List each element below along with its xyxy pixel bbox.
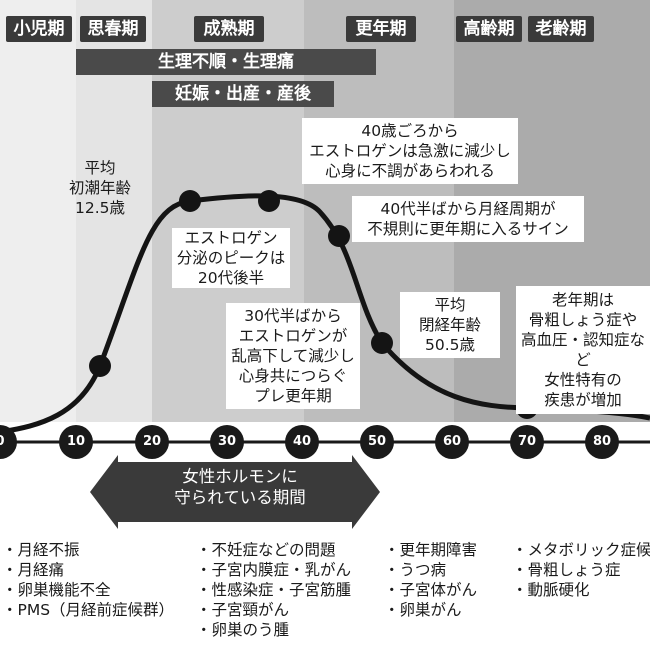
condition-item: ・うつ病 xyxy=(384,561,447,579)
note-menopause-age: 平均 閉経年齢 50.5歳 xyxy=(400,292,500,358)
condition-item: ・子宮内膜症・乳がん xyxy=(196,561,352,579)
stage-tag-elderly: 老齢期 xyxy=(528,16,594,42)
note-menarche-age: 平均 初潮年齢 12.5歳 xyxy=(68,159,131,217)
protected-period-arrow xyxy=(90,455,380,529)
stage-tag-puberty: 思春期 xyxy=(80,16,146,42)
protected-period-label: 女性ホルモンに 守られている期間 xyxy=(174,467,306,507)
condition-item: ・卵巣機能不全 xyxy=(2,581,111,599)
conditions-elderly: ・メタボリック症候群 ・骨粗しょう症 ・動脈硬化 xyxy=(512,540,650,600)
condition-item: ・子宮体がん xyxy=(384,581,478,599)
axis-tick-20: 20 xyxy=(135,425,169,459)
conditions-maturity: ・不妊症などの問題 ・子宮内膜症・乳がん ・性感染症・子宮筋腫 ・子宮頸がん ・… xyxy=(196,540,351,640)
note-menopause-sign: 40代半ばから月経周期が 不規則に更年期に入るサイン xyxy=(352,196,584,242)
curve-point-decline xyxy=(328,225,350,247)
stage-tag-maturity: 成熟期 xyxy=(194,16,264,42)
conditions-adolescence: ・月経不振 ・月経痛 ・卵巣機能不全 ・PMS（月経前症候群） xyxy=(2,540,174,620)
axis-tick-0: 0 xyxy=(0,425,17,459)
curve-point-rise xyxy=(179,190,201,212)
bar-menstrual-issues: 生理不順・生理痛 xyxy=(76,49,376,75)
condition-item: ・PMS（月経前症候群） xyxy=(2,601,175,619)
condition-item: ・卵巣がん xyxy=(384,601,462,619)
note-pre-menopause: 30代半ばから エストロゲンが 乱高下して減少し 心身共につらぐ プレ更年期 xyxy=(226,303,360,409)
axis-tick-70: 70 xyxy=(510,425,544,459)
curve-point-menopause xyxy=(371,332,393,354)
note-estrogen-peak: エストロゲン 分泌のピークは 20代後半 xyxy=(172,228,290,288)
condition-item: ・子宮頸がん xyxy=(196,601,290,619)
axis-tick-60: 60 xyxy=(435,425,469,459)
note-elderly-diseases: 老年期は 骨粗しょう症や 高血圧・認知症など 女性特有の 疾患が増加 xyxy=(516,286,650,414)
condition-item: ・更年期障害 xyxy=(384,541,478,559)
condition-item: ・性感染症・子宮筋腫 xyxy=(196,581,352,599)
curve-point-peak xyxy=(258,190,280,212)
note-rapid-decline: 40歳ごろから エストロゲンは急激に減少し 心身に不調があらわれる xyxy=(302,118,518,184)
band-childhood xyxy=(0,0,76,422)
condition-item: ・動脈硬化 xyxy=(512,581,590,599)
stage-tag-menopause: 更年期 xyxy=(346,16,416,42)
condition-item: ・卵巣のう腫 xyxy=(196,621,290,639)
stage-tag-childhood: 小児期 xyxy=(6,16,72,42)
conditions-menopause: ・更年期障害 ・うつ病 ・子宮体がん ・卵巣がん xyxy=(384,540,477,620)
bar-pregnancy: 妊娠・出産・産後 xyxy=(152,81,334,107)
axis-tick-30: 30 xyxy=(210,425,244,459)
axis-tick-10: 10 xyxy=(59,425,93,459)
axis-tick-50: 50 xyxy=(360,425,394,459)
curve-point-menarche xyxy=(89,355,111,377)
stage-tag-old-age: 高齢期 xyxy=(456,16,522,42)
condition-item: ・月経不振 xyxy=(2,541,80,559)
condition-item: ・骨粗しょう症 xyxy=(512,561,621,579)
condition-item: ・月経痛 xyxy=(2,561,65,579)
axis-tick-40: 40 xyxy=(285,425,319,459)
condition-item: ・不妊症などの問題 xyxy=(196,541,336,559)
condition-item: ・メタボリック症候群 xyxy=(512,541,650,559)
axis-tick-80: 80 xyxy=(585,425,619,459)
